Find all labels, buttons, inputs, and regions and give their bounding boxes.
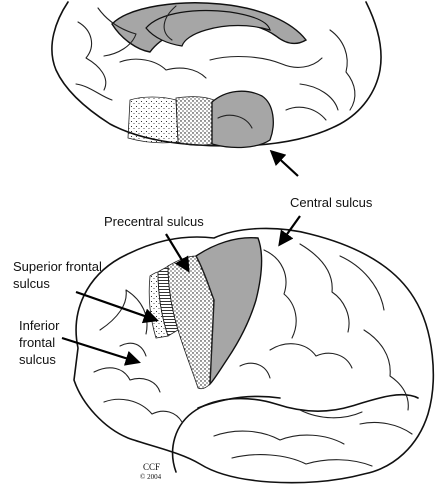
signature-initials: CCF bbox=[143, 462, 160, 472]
lateral-gyrus-fold bbox=[103, 398, 183, 423]
superior-frontal-label-line2: sulcus bbox=[13, 276, 50, 291]
precentral-sulcus-arrow bbox=[165, 233, 190, 273]
lateral-brain-outline bbox=[73, 227, 435, 484]
medial-gyrus-fold bbox=[329, 29, 356, 111]
lateral-gyrus-fold bbox=[363, 329, 409, 411]
lateral-gyrus-fold bbox=[269, 343, 353, 369]
medial-gyrus-fold bbox=[97, 7, 137, 57]
signature-year: © 2004 bbox=[140, 473, 162, 481]
lateral-gyrus-fold bbox=[263, 249, 297, 339]
lateral-gyrus-fold bbox=[93, 367, 161, 393]
medial-brain-view bbox=[51, 1, 382, 149]
inner-ventricle bbox=[145, 9, 271, 47]
medial-stipple-dense bbox=[175, 96, 215, 146]
medial-gyrus-fold bbox=[119, 58, 207, 79]
inferior-frontal-label-line3: sulcus bbox=[19, 352, 56, 367]
lateral-gyrus-fold bbox=[231, 454, 373, 467]
sylvian-fissure bbox=[197, 395, 281, 409]
medial-gyrus-fold bbox=[299, 83, 339, 111]
inferior-frontal-label-line2: frontal bbox=[19, 335, 55, 350]
diagram-labels: Central sulcus Precentral sulcus Superio… bbox=[13, 195, 373, 367]
medial-gyrus-fold bbox=[77, 21, 107, 91]
annotation-arrows bbox=[61, 149, 301, 366]
medial-stipple-sparse bbox=[127, 96, 179, 144]
paracentral-gray bbox=[211, 90, 274, 149]
paracentral-fold bbox=[217, 114, 253, 129]
inferior-frontal-sulcus-arrow bbox=[61, 336, 141, 366]
lateral-gyrus-fold bbox=[359, 421, 413, 435]
superior-frontal-sulcus-arrow bbox=[75, 290, 159, 324]
lateral-gyrus-fold bbox=[239, 362, 271, 379]
precentral-sulcus-label: Precentral sulcus bbox=[104, 214, 204, 229]
lateral-brain-view bbox=[73, 227, 435, 484]
inferior-frontal-label-line1: Inferior bbox=[19, 318, 60, 333]
medial-gyrus-fold bbox=[285, 106, 327, 121]
temporal-lobe-outline bbox=[171, 393, 419, 473]
central-sulcus-top-arrow bbox=[269, 149, 299, 177]
lateral-gyrus-fold bbox=[213, 430, 345, 445]
central-sulcus-lateral-arrow bbox=[278, 215, 301, 247]
lateral-gyrus-fold bbox=[299, 243, 350, 333]
artist-signature: CCF © 2004 bbox=[140, 462, 162, 481]
lateral-gyrus-fold bbox=[99, 289, 148, 335]
lateral-gyrus-fold bbox=[299, 409, 363, 419]
fornix-curve bbox=[163, 5, 177, 41]
lateral-gyrus-fold bbox=[339, 255, 385, 311]
medial-gyrus-fold bbox=[75, 83, 113, 101]
medial-gyrus-fold bbox=[209, 56, 323, 68]
lateral-gyrus-fold bbox=[119, 342, 147, 357]
central-sulcus-label: Central sulcus bbox=[290, 195, 373, 210]
superior-frontal-label-line1: Superior frontal bbox=[13, 259, 102, 274]
